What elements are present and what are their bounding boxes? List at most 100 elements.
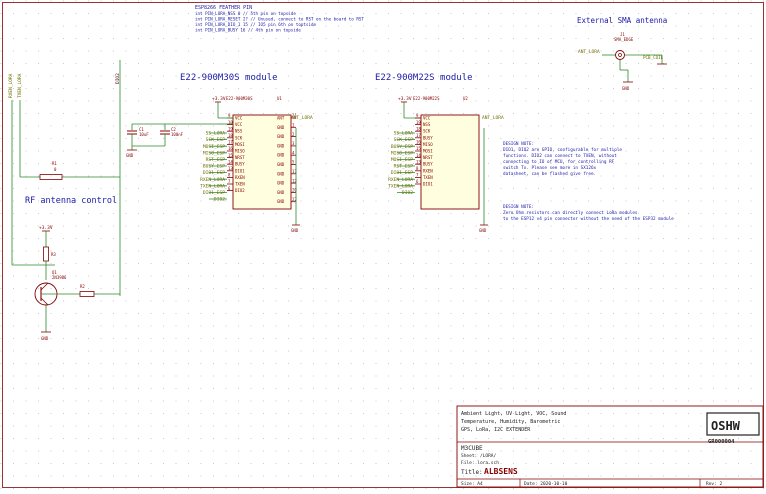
r1-ref: R1: [52, 161, 57, 166]
u2-ant-label: ANT_LORA: [482, 115, 504, 121]
u2-net-label: RXEN_LORA: [388, 177, 413, 183]
u1-pin-name: GND: [277, 181, 285, 186]
u2-pin-name: MOSI: [423, 149, 433, 154]
u1-net-label: TXEN_LORA: [200, 183, 225, 189]
u2-part-name: E22-900M22S: [413, 96, 440, 101]
u1-pin-name: GND: [277, 171, 285, 176]
u2-net-label: BUSY_ESP: [391, 144, 413, 150]
c2-value: 100nF: [171, 132, 184, 137]
design-note-2: DESIGN NOTE: Zero Ohm resistors can dire…: [503, 204, 674, 222]
u1-pin-name: DIO2: [235, 188, 245, 193]
note1-line: connecting to IO of MCU, for controlling…: [503, 159, 615, 165]
u1-pin-name: GND: [277, 134, 285, 139]
u2-pin-number: 6: [416, 179, 419, 184]
note1-line: functions. DIO2 can connect to TXEN, wit…: [503, 153, 617, 159]
u1-pin-number: 13: [228, 166, 233, 171]
tb-desc-line: Ambient Light, UV Light, VOC, Sound: [461, 411, 566, 417]
u2-pin-number: 18: [416, 126, 421, 131]
u2-pin-number: 13: [416, 159, 421, 164]
u2-pin-name: RXEN: [423, 168, 433, 173]
u1-pin-name: VCC: [235, 116, 243, 121]
u2-pin-name: TXEN: [423, 175, 433, 180]
u2-pin-name: NRST: [423, 155, 433, 160]
u1-net-label: SCK_ESP: [206, 137, 226, 143]
top-note-line: int PIN_LORA_BUSY 16 // 4th pin on topsi…: [195, 28, 301, 33]
u1-pin-number: 15: [228, 153, 233, 158]
c1-value: 10uF: [139, 132, 149, 137]
u1-pin-name: BUSY: [235, 162, 245, 167]
antenna-net-in: ANT_LORA: [578, 49, 600, 55]
u1-net-label: DIO2: [214, 197, 225, 203]
u2-pin-name: BUSY: [423, 162, 433, 167]
rf-control-title: RF antenna control: [25, 196, 117, 206]
tb-title-label: Title:: [461, 469, 483, 476]
antenna-ref: J1: [620, 32, 625, 37]
u2-pin-number: 14: [416, 153, 421, 158]
u2-net-label: TXEN_LORA: [388, 183, 413, 189]
top-note-line: int PIN_LORA_RESET 2? // Unused, connect…: [195, 17, 364, 22]
u2-pin-number: 8: [416, 166, 419, 171]
u2-net-labels: SS_LORASCK_ESPBUSY_ESPMISO_ESPMOSI_ESPRS…: [388, 131, 415, 196]
u1-pin-number: 6: [228, 186, 231, 191]
u1-pin-name: NSS: [235, 129, 243, 134]
u1-pin-name: NRST: [235, 155, 245, 160]
u2-pin-name: NSS: [423, 122, 431, 127]
u1-pin-number: 22: [292, 197, 297, 202]
u1-net-label: BUSY_ESP: [203, 164, 225, 170]
u1-pin-name: SCK: [235, 135, 243, 140]
right-module-title: E22-900M22S module: [375, 73, 473, 83]
design-note-1: DESIGN NOTE: DIO1, DIO2 are GPIO, config…: [503, 141, 622, 177]
q1-gnd: GND: [41, 336, 49, 341]
u2-ref: U2: [463, 96, 468, 101]
u2-body: [420, 114, 480, 210]
u1-pin-number: 17: [228, 140, 233, 145]
u1-pin-number: 16: [228, 146, 233, 151]
rf-antenna-control: RXEN_LORA TXEN_LORA DIO2 R1 0 RF antenna…: [8, 60, 121, 341]
u1-pin-number: 19: [228, 126, 233, 131]
tb-date: Date: 2020-10-10: [524, 481, 568, 487]
q1-value: Q1: [52, 270, 57, 275]
note2-line: to the ESP12 v4 pin connector without th…: [503, 216, 674, 222]
tb-rev: Rev: 2: [706, 481, 723, 487]
u2-net-label: DIO1_ESP: [391, 170, 413, 176]
c1-ref: C1: [139, 127, 144, 132]
antenna-gnd: GND: [622, 86, 630, 91]
antenna-value: SMA_EDGE: [614, 37, 634, 42]
q1-ref: 2N3906: [52, 275, 67, 280]
u1-net-label: RST_ESP: [206, 157, 226, 163]
u1-net-label: DIO1_ESP: [203, 170, 225, 176]
u1-pin-number: 1: [292, 123, 295, 128]
power-label-3v3: +3.3V: [212, 96, 226, 102]
note1-title: DESIGN NOTE:: [503, 141, 534, 147]
u1-part-name: E22-900M30S: [226, 96, 253, 101]
note1-line: DIO1, DIO2 are GPIO, configurable for mu…: [503, 147, 622, 153]
cap-gnd-label: GND: [126, 153, 134, 158]
r2-ref: R2: [80, 284, 85, 289]
u2-pin-number: 17: [416, 133, 421, 138]
u1-pin-number: 18: [228, 133, 233, 138]
decoupling-caps: C1 10uF C2 100nF GND: [126, 123, 218, 158]
r1-value: 0: [54, 167, 57, 172]
u1-pin-number: 7: [228, 179, 231, 184]
oshw-logo-icon: [706, 412, 760, 436]
u2-pin-name: MISO: [423, 142, 433, 147]
antenna-title: External SMA antenna: [577, 16, 667, 25]
r3-ref: R3: [51, 252, 56, 257]
note2-line: Zero Ohm resistors can directly connect …: [503, 210, 638, 216]
u1-pin-number: 10: [228, 120, 233, 125]
top-note-line: int PIN_LORA_NSS 0 // 5th pin on topside: [195, 11, 296, 16]
u1-pin-number: 12: [292, 178, 297, 183]
u1-net-label: RXEN_LORA: [200, 177, 225, 183]
oshw-id: GR000004: [708, 439, 735, 445]
note1-line: switch Tx. Please see more in SX126x: [503, 165, 597, 171]
u2-pin-name: BUSY: [423, 135, 433, 140]
u1-pin-name: GND: [277, 162, 285, 167]
u1-pin-name: DIO1: [235, 168, 245, 173]
tb-size: Size: A4: [461, 481, 483, 487]
u1-pin-name: TXEN: [235, 182, 245, 187]
